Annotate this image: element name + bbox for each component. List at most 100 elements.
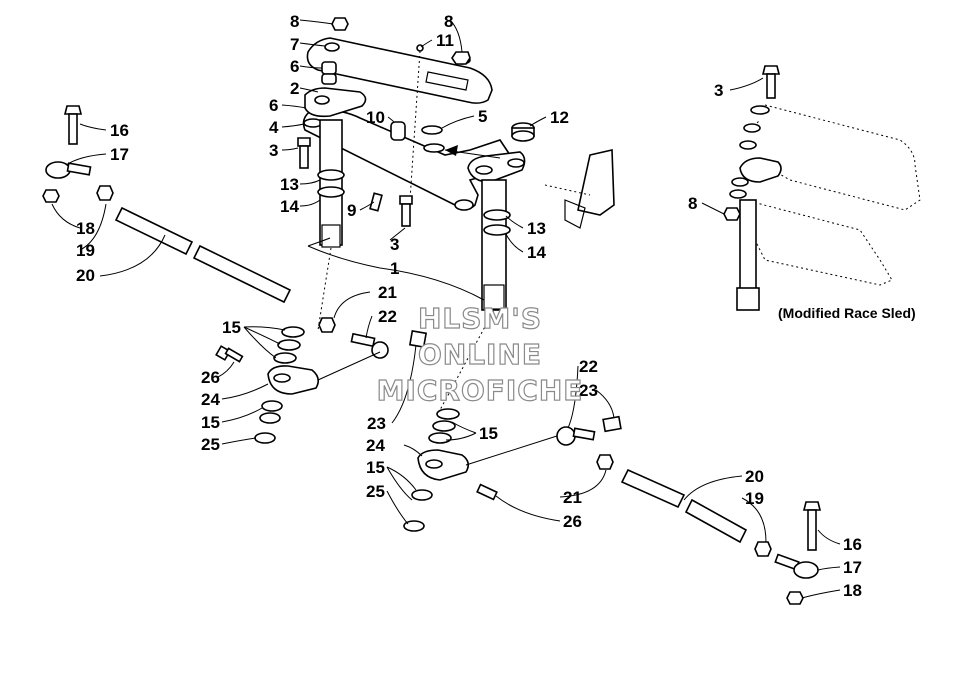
spacer-21-right — [596, 454, 614, 470]
callout-3: 3 — [390, 235, 399, 254]
bushing-10 — [390, 121, 406, 141]
callout-2: 2 — [290, 79, 299, 98]
callout-26: 26 — [201, 368, 220, 387]
callout-4: 4 — [269, 118, 279, 137]
bolt-26-right — [476, 483, 498, 501]
callout-24: 24 — [201, 390, 220, 409]
steering-arm — [304, 87, 367, 118]
callout-17: 17 — [110, 145, 129, 164]
ball-joint-22-right — [556, 426, 596, 446]
cap-12 — [511, 122, 535, 142]
jam-nut-19-left — [96, 185, 114, 201]
callout-13: 13 — [527, 219, 546, 238]
leader-lines — [51, 19, 841, 599]
callout-17: 17 — [843, 558, 862, 577]
callout-12: 12 — [550, 108, 569, 127]
callout-25: 25 — [201, 435, 220, 454]
callout-3: 3 — [269, 141, 278, 160]
watermark-line-1: HLSM'S — [418, 302, 542, 335]
tie-rod-end-17-left — [45, 161, 92, 179]
callout-9: 9 — [347, 201, 356, 220]
spindle-left — [317, 119, 345, 331]
callout-15: 15 — [479, 424, 498, 443]
callout-22: 22 — [579, 357, 598, 376]
spacer-21-left — [318, 317, 336, 333]
bushing-6 — [321, 61, 337, 85]
watermark-line-3: MICROFICHE — [377, 374, 584, 407]
callout-3: 3 — [714, 81, 723, 100]
callout-23: 23 — [367, 414, 386, 433]
callout-21: 21 — [563, 488, 582, 507]
washers-5 — [421, 125, 445, 153]
nut-18-right — [786, 591, 804, 605]
callout-8: 8 — [444, 12, 453, 31]
callout-16: 16 — [843, 535, 862, 554]
callout-6: 6 — [290, 57, 299, 76]
callout-labels: 8 7 6 2 6 4 3 13 14 8 11 10 5 12 9 3 13 … — [76, 12, 862, 600]
snap-ring-25-right — [403, 520, 425, 532]
tie-rod-20-right — [620, 468, 748, 544]
callout-8: 8 — [688, 194, 697, 213]
watermark: HLSM'S ONLINE MICROFICHE — [376, 301, 584, 407]
callout-15: 15 — [366, 458, 385, 477]
watermark-line-2: ONLINE — [418, 338, 542, 371]
bolt-3-left — [297, 137, 311, 169]
link-line-left — [317, 351, 381, 381]
tie-rod-end-17-right — [774, 553, 819, 579]
callout-16: 16 — [110, 121, 129, 140]
inset-race-sled — [723, 65, 921, 311]
pivot-arm-right — [467, 151, 526, 183]
washers-15-left-top — [273, 326, 305, 364]
clamp-24-left — [267, 365, 320, 395]
callout-5: 5 — [478, 107, 487, 126]
callout-19: 19 — [76, 241, 95, 260]
washers-15-left-bottom — [259, 400, 283, 424]
nut-8-top — [331, 17, 349, 31]
bolt-26-left — [215, 345, 244, 363]
callout-14: 14 — [280, 197, 299, 216]
bolt-3-center — [399, 195, 413, 227]
callout-23: 23 — [579, 381, 598, 400]
bolt-16-left — [63, 105, 83, 145]
washers-15-right-top — [428, 408, 460, 444]
inset-caption: (Modified Race Sled) — [778, 305, 916, 321]
nut-18-left — [42, 189, 60, 203]
lower-steering-plate — [302, 108, 513, 211]
bolt-16-right — [802, 501, 822, 551]
snap-ring-25-left — [254, 432, 276, 444]
callout-14: 14 — [527, 243, 546, 262]
callout-15: 15 — [201, 413, 220, 432]
spindle-right — [439, 179, 511, 411]
callout-22: 22 — [378, 307, 397, 326]
callout-18: 18 — [843, 581, 862, 600]
ski-spindle-top — [544, 149, 615, 229]
callout-20: 20 — [76, 266, 95, 285]
callout-19: 19 — [745, 489, 764, 508]
callout-8: 8 — [290, 12, 299, 31]
jam-nut-19-right — [754, 541, 772, 557]
nut-8-plate — [451, 51, 471, 65]
callout-25: 25 — [366, 482, 385, 501]
callout-26: 26 — [563, 512, 582, 531]
callout-10: 10 — [366, 108, 385, 127]
callout-13: 13 — [280, 175, 299, 194]
washers-15-right-bottom — [411, 489, 433, 501]
callout-15: 15 — [222, 318, 241, 337]
clamp-24-right — [417, 449, 470, 481]
bolt-23-right — [602, 415, 622, 433]
link-line-right — [465, 434, 561, 466]
callout-24: 24 — [366, 436, 385, 455]
bolt-23-left — [408, 329, 428, 349]
callout-11: 11 — [436, 31, 454, 50]
tie-rod-20-left — [114, 206, 292, 304]
ball-joint-22-left — [350, 332, 389, 359]
callout-6: 6 — [269, 96, 278, 115]
callout-20: 20 — [745, 467, 764, 486]
callout-7: 7 — [290, 35, 299, 54]
callout-21: 21 — [378, 283, 397, 302]
callout-1: 1 — [390, 259, 399, 278]
screw-9 — [369, 192, 383, 212]
arrow-indicator — [444, 145, 501, 159]
